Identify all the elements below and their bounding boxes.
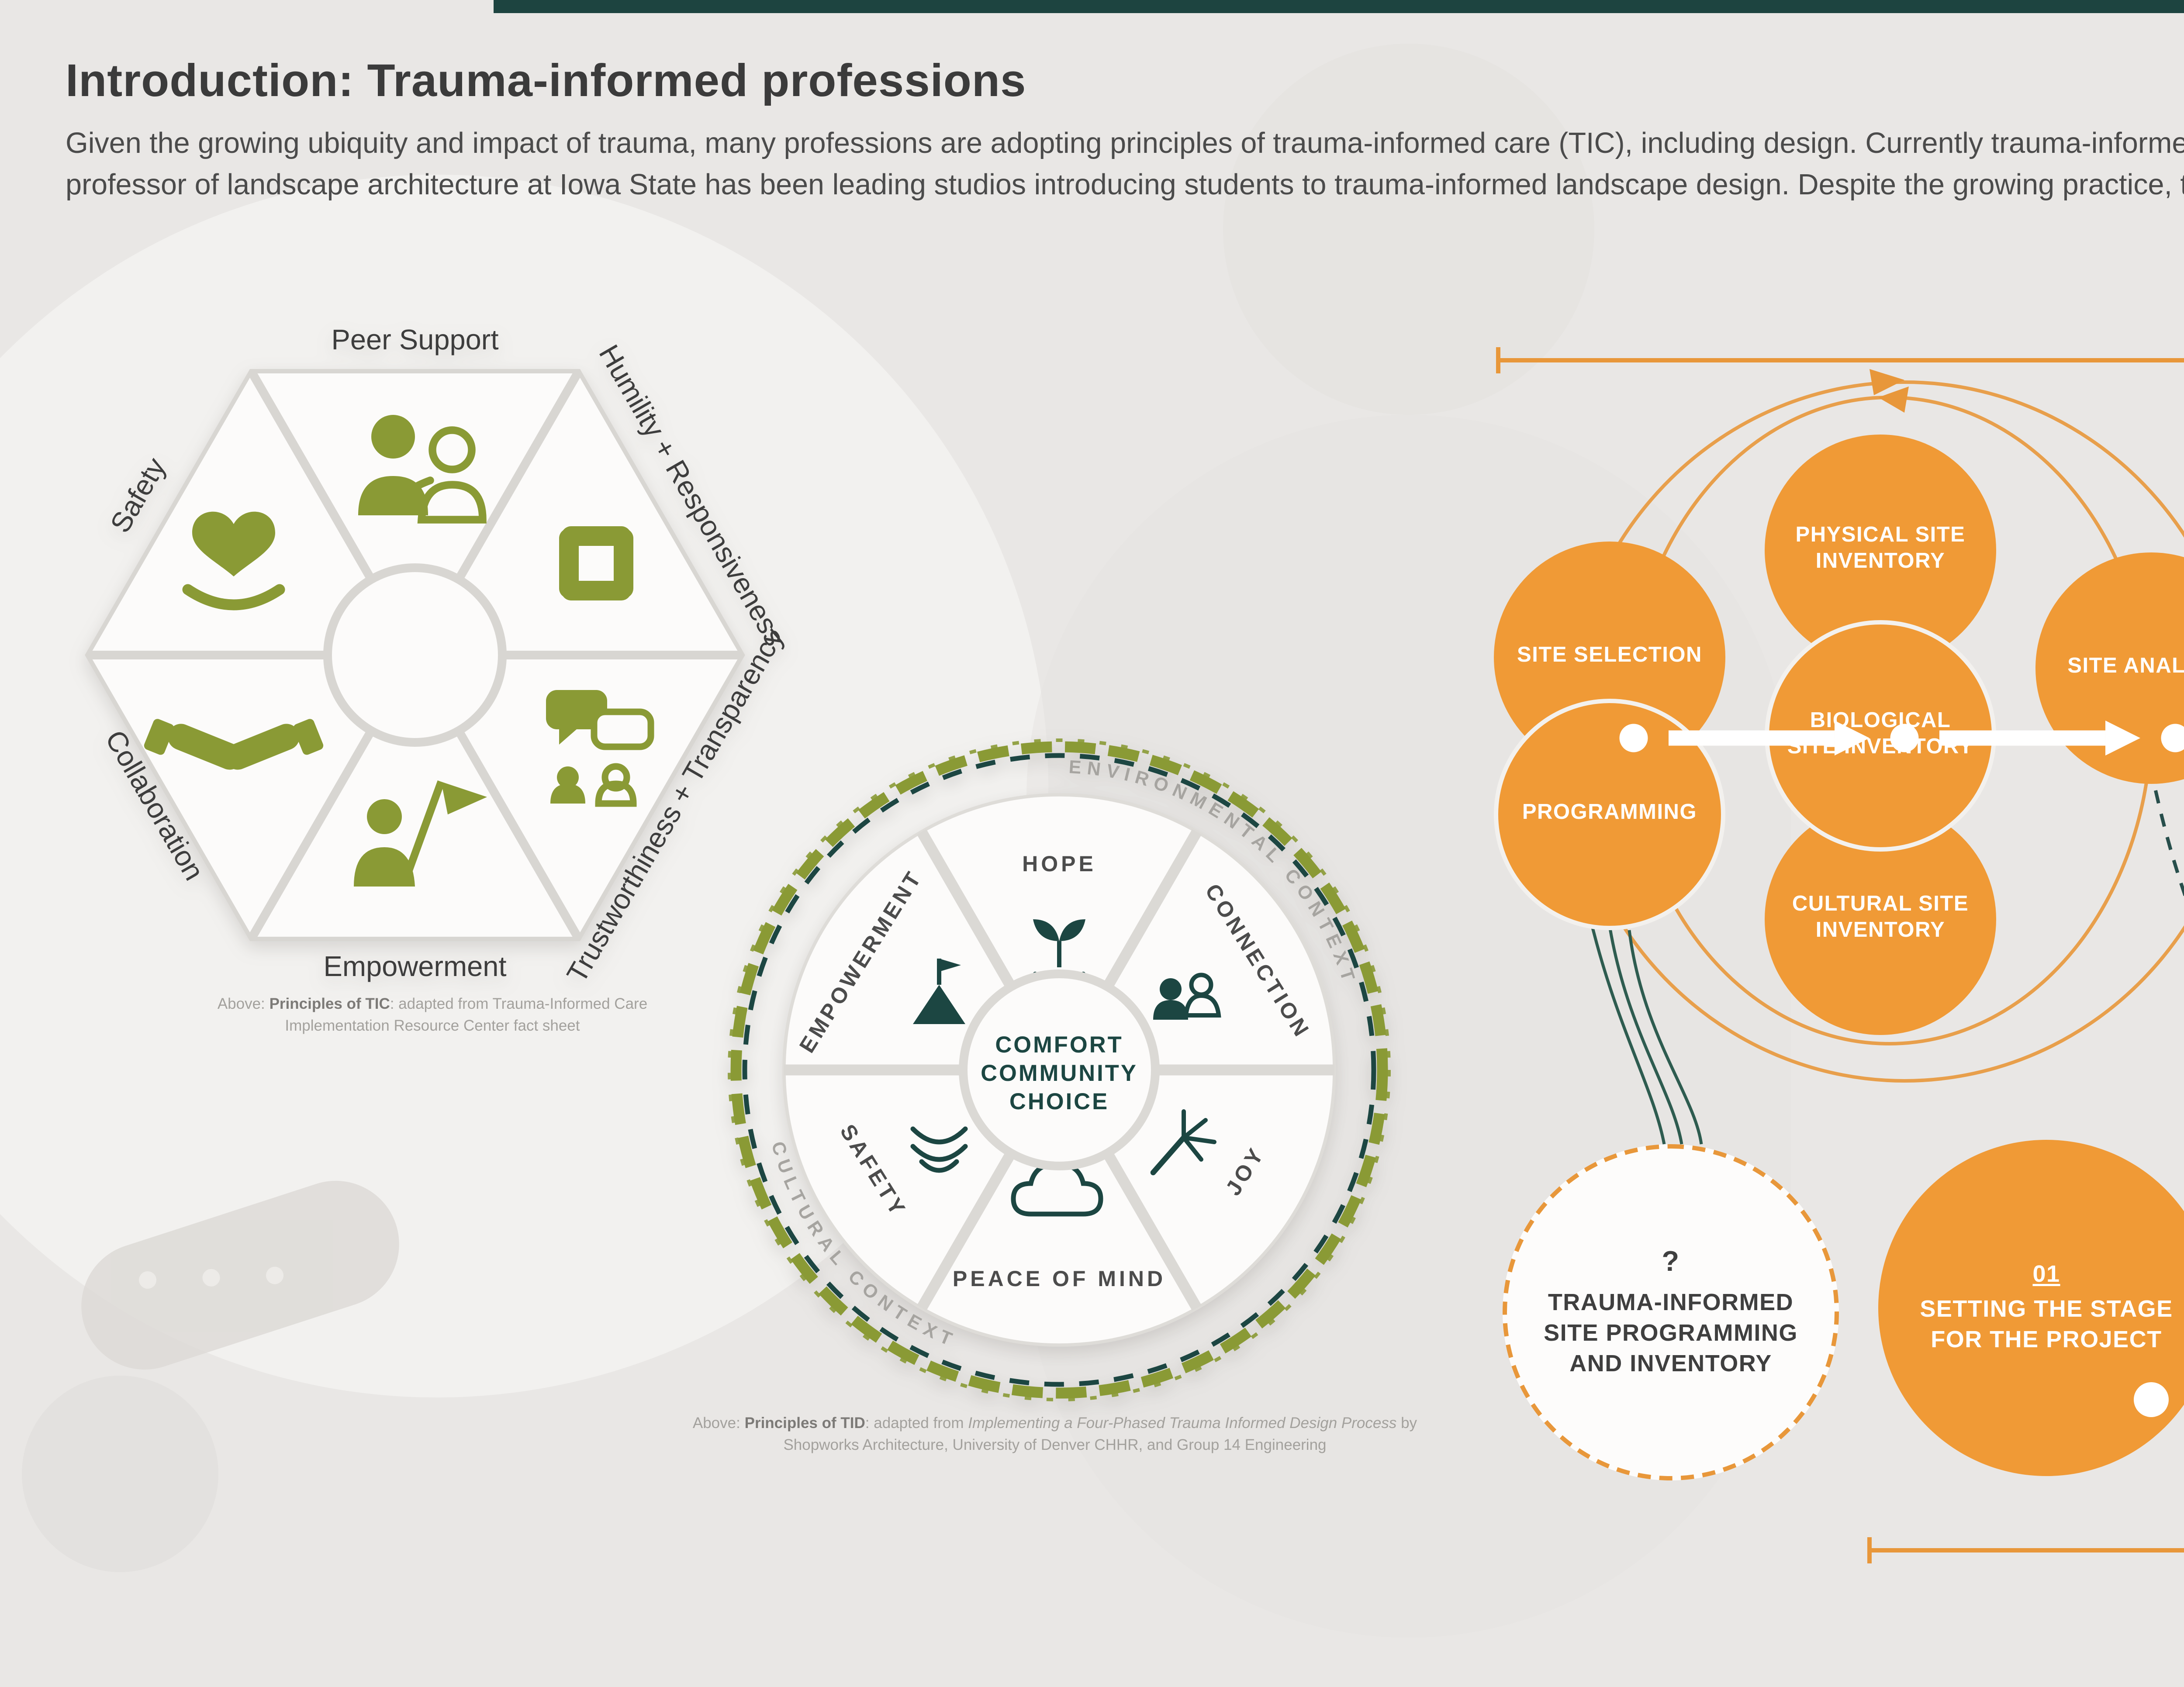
wheel-braid-outer [728,738,1391,1401]
background-shape [1223,44,1594,415]
subtitle-line: Process by Shopworks Architecture, Unive… [2075,1627,2184,1649]
tic-label-peer-support: Peer Support [331,324,498,355]
subtitle-line: Sustainable Land Planning and Site Desig… [1966,437,2184,459]
phase-label: TRAUMA-INFORMED SITE PROGRAMMING AND INV… [1544,1290,1798,1378]
tic-caption: Above: Principles of TIC: adapted from T… [214,996,651,1040]
background-bandaid-shape [65,1164,416,1386]
caption-bold: Principles of TID [744,1417,865,1432]
hexagon-center-ring [323,563,507,747]
page-title: Introduction: Trauma-informed profession… [66,57,1026,107]
caption-text: Above: [217,998,270,1013]
tic-hexagon-diagram: Peer Support Humility + Responsiveness T… [85,324,791,988]
intro-paragraph: Given the growing ubiquity and impact of… [66,127,2184,200]
phase-circle-01: 01 SETTING THE STAGE FOR THE PROJECT [1878,1140,2184,1476]
segment-hope: HOPE [1022,852,1096,876]
phase-circle-mystery: ? TRAUMA-INFORMED SITE PROGRAMMING AND I… [1503,1144,1839,1480]
step-site-analysis: SITE ANALYSIS [2035,552,2184,784]
hub-community: COMMUNITY [981,1060,1138,1086]
top-accent-bar [494,0,2184,13]
subtitle-line: LaGro, page 14. [1966,459,2184,480]
segment-peace-of-mind: PEACE OF MIND [953,1266,1166,1291]
tid-process-title: Trauma-informed Design Process [2075,1563,2184,1603]
hub-choice: CHOICE [1009,1089,1109,1114]
loop-arrowhead [1869,369,1904,395]
bottom-bracket-line [1867,1537,2184,1563]
caption-text: by Shopworks Architecture, University of… [783,1417,1417,1455]
caption-book-title: Implementing a Four-Phased Trauma Inform… [968,1417,1397,1432]
tid-process-subtitle: Adapted from Implementing a Four-Phased … [2075,1605,2184,1670]
caption-text: : adapted from [865,1417,968,1432]
subtitle-line: Group 14 Engineering [2075,1649,2184,1670]
loop-arrowhead [1878,386,1909,413]
tic-label-empowerment: Empowerment [323,950,506,982]
subtitle-line: Adapted from Implementing a Four-Phased … [2075,1605,2184,1627]
tid-caption: Above: Principles of TID: adapted from I… [662,1415,1448,1459]
traditional-process-title: Traditional Design Process [1966,373,2184,413]
step-label: SITE ANALYSIS [2067,655,2184,680]
caption-text: Above: [692,1417,745,1432]
connection-icon [1153,973,1221,1020]
tid-wheel-diagram: ENVIRONMENTAL CONTEXT CULTURAL CONTEXT [728,738,1391,1401]
phase-label: SETTING THE STAGE FOR THE PROJECT [1920,1297,2173,1354]
step-label: BIOLOGICAL SITE INVENTORY [1787,711,1974,760]
subtitle-line: Adapted from Site Analysis: A Contextual… [1966,415,2184,437]
top-bracket-line [1496,347,2184,373]
step-label: PROGRAMMING [1522,802,1697,826]
background-shape [22,1376,218,1572]
step-programming: PROGRAMMING [1494,699,1725,930]
traditional-process-subtitle: Adapted from Site Analysis: A Contextual… [1966,415,2184,480]
hub-comfort: COMFORT [995,1032,1123,1058]
joy-icon [1150,1109,1216,1176]
caption-bold: Principles of TIC [269,998,390,1013]
step-biological-site-inventory: BIOLOGICAL SITE INVENTORY [1765,620,1996,852]
step-label: CULTURAL SITE INVENTORY [1792,894,1969,943]
stem-curves [1588,917,1703,1145]
phase-number: 01 [2032,1262,2060,1288]
step-label: PHYSICAL SITE INVENTORY [1795,525,1966,574]
question-mark: ? [1662,1245,1680,1277]
step-label: SITE SELECTION [1517,645,1702,669]
